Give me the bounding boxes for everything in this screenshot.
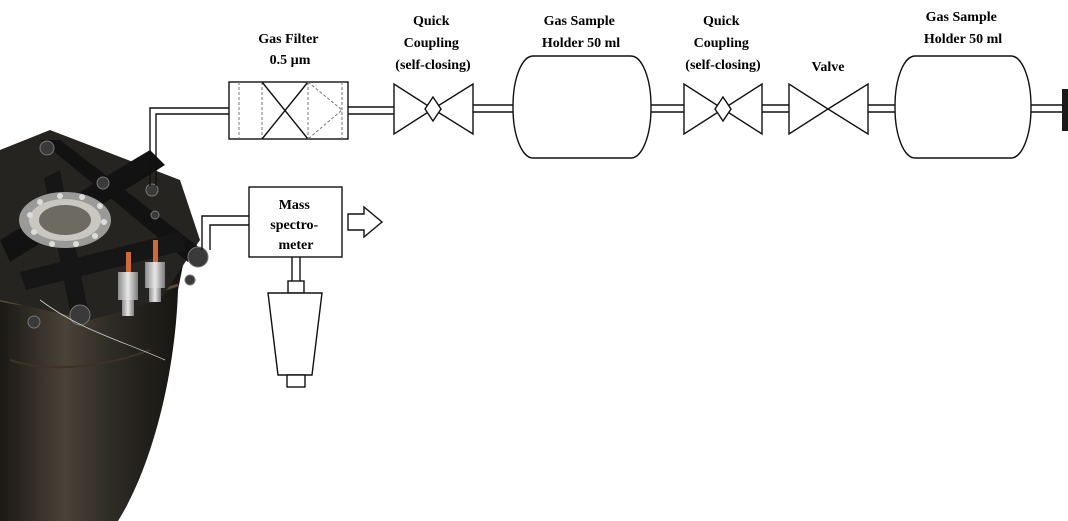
vessel-fitting-2 <box>145 240 165 302</box>
pipe-vessel-to-mass-spec <box>201 215 249 250</box>
quick-coupling-2-label: Quick Coupling (self-closing) <box>685 14 761 73</box>
gas-sample-holder-2 <box>894 55 1032 159</box>
mass-spectrometer <box>248 186 343 258</box>
pressure-vessel-photo <box>0 130 209 521</box>
quick-coupling-1-label: Quick Coupling (self-closing) <box>395 14 471 73</box>
quick-coupling-2 <box>683 82 763 136</box>
pipe-holder2-outlet <box>1031 89 1068 131</box>
pipe-coupling1-to-holder1 <box>473 104 513 113</box>
pipe-coupling2-to-valve <box>762 104 789 113</box>
pipe-filter-to-coupling <box>348 106 394 115</box>
valve <box>788 82 869 136</box>
gas-sample-holder-1-label: Gas Sample Holder 50 ml <box>542 14 620 51</box>
outlet-fitting <box>1062 89 1068 131</box>
pipe-vessel-to-filter <box>149 107 229 186</box>
gas-sample-holder-2-label: Gas Sample Holder 50 ml <box>924 10 1002 47</box>
gas-sample-holder-1 <box>512 55 652 159</box>
gas-filter-label: Gas Filter 0.5 µm <box>258 32 322 68</box>
quick-coupling-1 <box>393 82 474 136</box>
mass-spectrometer-label: Mass spectro- meter <box>270 198 321 253</box>
pipe-valve-to-holder2 <box>868 104 895 113</box>
valve-label: Valve <box>812 60 845 75</box>
pipe-holder1-to-coupling2 <box>651 104 684 113</box>
vacuum-pump <box>267 257 323 388</box>
vessel-fitting-1 <box>118 252 138 316</box>
exhaust-arrow <box>347 205 384 239</box>
gas-filter <box>228 81 349 140</box>
